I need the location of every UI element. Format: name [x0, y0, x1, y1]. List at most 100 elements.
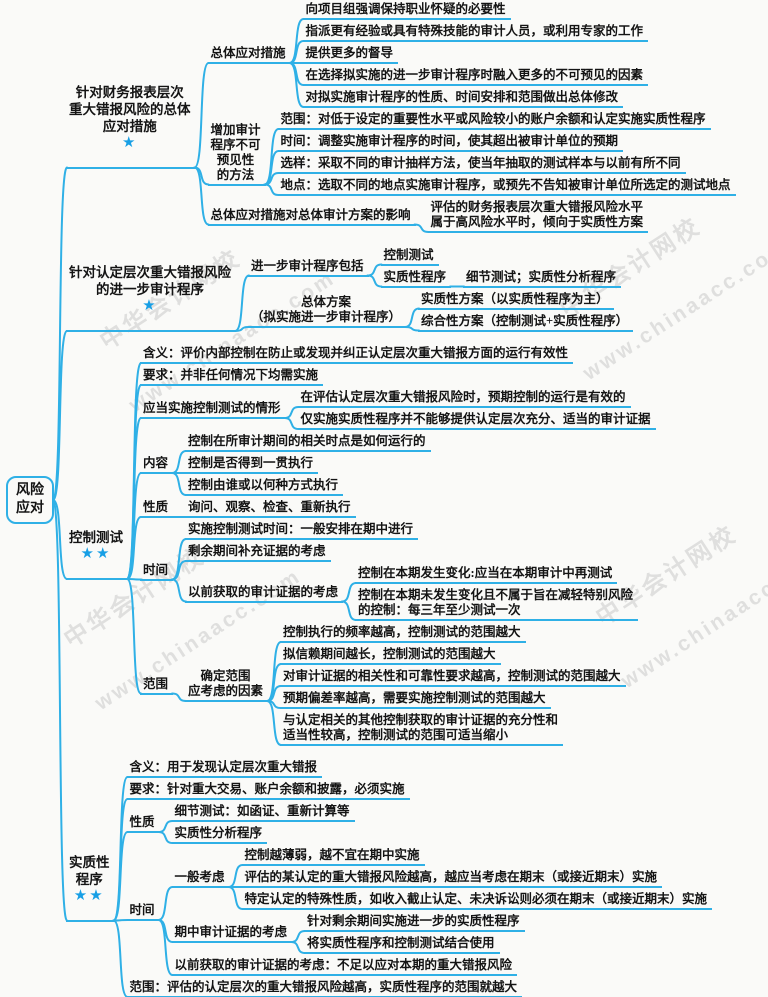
node-procedures-include: 进一步审计程序包括: [248, 259, 369, 277]
map-node-item: 选样：采取不同的审计抽样方法，使当年抽取的测试样本与以前有所不同: [277, 156, 686, 174]
node-overall-scheme: 总体方案 （拟实施进一步审计程序）: [248, 295, 407, 328]
sp-nature-items: 细节测试：如函证、重新计算等 实质性分析程序: [171, 804, 355, 844]
branch-overall-responses: 针对财务报表层次 重大错报风险的总体 应对措施 ★ 总体应对措施 向项目组强调保…: [66, 2, 736, 233]
importance-stars: ★: [142, 296, 158, 314]
map-node-item: 控制在本期未发生变化且不属于旨在减轻特别风险 的控制：每三年至少测试一次: [355, 588, 639, 621]
map-node-item: 范围：对低于设定的重要性水平或风险较小的账户余额和认定实施实质性程序: [277, 112, 711, 130]
overall-measures-items: 向项目组强调保持职业怀疑的必要性 指派更有经验或具有特殊技能的审计人员，或利用专…: [302, 2, 649, 108]
branch-further-procedures: 针对认定层次重大错报风险 的进一步审计程序 ★ 进一步审计程序包括 控制测试 实…: [66, 247, 634, 332]
group-unpredictability-methods: 增加审计 程序不可 预见性 的方法 范围：对低于设定的重要性水平或风险较小的账户…: [207, 112, 736, 196]
node-unpredictability: 增加审计 程序不可 预见性 的方法: [207, 123, 266, 186]
map-node-item: 实质性分析程序: [171, 826, 268, 844]
map-node-item: 与认定相关的其他控制获取的审计证据的充分性和 适当性较高，控制测试的范围可适当缩…: [280, 713, 564, 746]
node-impact: 总体应对措施对总体审计方案的影响: [207, 208, 416, 226]
map-node-item: 细节测试：如函证、重新计算等: [171, 804, 355, 822]
map-node-item: 控制测试: [380, 248, 439, 266]
node-branch2-label: 针对认定层次重大错报风险 的进一步审计程序: [69, 265, 231, 297]
node-ct-timing: 时间: [140, 563, 174, 581]
map-node-item: 对拟实施审计程序的性质、时间安排和范围做出总体修改: [302, 90, 624, 108]
ct-prior-evidence-items: 控制在本期发生变化:应当在本期审计中再测试 控制在本期未发生变化且不属于旨在减轻…: [355, 566, 639, 621]
ct-scope-factor-items: 控制执行的频率越高，控制测试的范围越大 拟信赖期间越长，控制测试的范围越大 对审…: [280, 625, 626, 746]
sp-timing-children: 一般考虑 控制越薄弱，越不宜在期中实施 评估的某认定的重大错报风险越高，越应当考…: [171, 848, 713, 976]
branch4-children: 含义：用于发现认定层次重大错报 要求：针对重大交易、账户余额和披露，必须实施 性…: [126, 760, 713, 997]
importance-stars: ★★: [80, 544, 112, 562]
map-node-item: 控制在本期发生变化:应当在本期审计中再测试: [355, 566, 618, 584]
group-ct-scope-factors: 确定范围 应考虑的因素 控制执行的频率越高，控制测试的范围越大 拟信赖期间越长，…: [185, 625, 626, 746]
node-sp-timing: 时间: [126, 903, 160, 921]
group-overall-measures: 总体应对措施 向项目组强调保持职业怀疑的必要性 指派更有经验或具有特殊技能的审计…: [207, 2, 649, 108]
substantive-items: 细节测试；实质性分析程序: [463, 270, 622, 288]
map-node-item: 针对剩余期间实施进一步的实质性程序: [304, 914, 525, 932]
map-node-item: 向项目组强调保持职业怀疑的必要性: [302, 2, 511, 20]
map-node-item: 实施控制测试时间：一般安排在期中进行: [185, 522, 419, 540]
branch-control-tests: 控制测试 ★★ 含义：评价内部控制在防止或发现并纠正认定层次重大错报方面的运行有…: [66, 346, 656, 746]
group-ct-prior-evidence: 以前获取的审计证据的考虑 控制在本期发生变化:应当在本期审计中再测试 控制在本期…: [185, 566, 639, 621]
procedures-include-items: 控制测试 实质性程序 细节测试；实质性分析程序: [380, 248, 622, 288]
node-sp-scope: 范围：评估的认定层次的重大错报风险越高，实质性程序的范围就越大: [126, 980, 523, 997]
map-node-item: 提供更多的督导: [302, 46, 399, 64]
group-ct-nature: 性质 询问、观察、检查、重新执行: [140, 500, 356, 518]
map-node-item: 拟信赖期间越长，控制测试的范围越大: [280, 647, 501, 665]
root-branches: 针对财务报表层次 重大错报风险的总体 应对措施 ★ 总体应对措施 向项目组强调保…: [66, 2, 736, 997]
node-branch2: 针对认定层次重大错报风险 的进一步审计程序 ★: [66, 247, 236, 332]
map-node-item: 评估的财务报表层次重大错报风险水平 属于高风险水平时，倾向于实质性方案: [427, 200, 649, 233]
node-overall-measures: 总体应对措施: [207, 46, 291, 64]
ct-scope-children: 确定范围 应考虑的因素 控制执行的频率越高，控制测试的范围越大 拟信赖期间越长，…: [185, 625, 626, 746]
branch3-children: 含义：评价内部控制在防止或发现并纠正认定层次重大错报方面的运行有效性 要求：并非…: [140, 346, 656, 746]
map-node-item: 控制执行的频率越高，控制测试的范围越大: [280, 625, 526, 643]
group-sp-general: 一般考虑 控制越薄弱，越不宜在期中实施 评估的某认定的重大错报风险越高，越应当考…: [171, 848, 713, 910]
node-branch3: 控制测试 ★★: [66, 512, 128, 580]
map-node-item: 询问、观察、检查、重新执行: [185, 500, 356, 518]
ct-timing-items: 实施控制测试时间：一般安排在期中进行 剩余期间补充证据的考虑 以前获取的审计证据…: [185, 522, 639, 621]
map-node-item: 细节测试；实质性分析程序: [463, 270, 622, 288]
node-ct-scope: 范围: [140, 677, 174, 695]
group-ct-scope: 范围 确定范围 应考虑的因素 控制执行的频率越高，控制测试的范围越大 拟信赖期间…: [140, 625, 626, 746]
node-branch4: 实质性 程序 ★★: [66, 837, 115, 922]
map-node-item: 控制在所审计期间的相关时点是如何运行的: [185, 434, 431, 452]
node-ct-nature: 性质: [140, 500, 174, 518]
sp-interim-items: 针对剩余期间实施进一步的实质性程序 将实质性程序和控制测试结合使用: [304, 914, 525, 954]
branch1-children: 总体应对措施 向项目组强调保持职业怀疑的必要性 指派更有经验或具有特殊技能的审计…: [207, 2, 736, 233]
map-node-item: 在选择拟实施的进一步审计程序时融入更多的不可预见的因素: [302, 68, 649, 86]
importance-stars: ★: [122, 132, 138, 151]
node-ct-situations: 应当实施控制测试的情形: [140, 401, 286, 419]
node-ct-prior-evidence: 以前获取的审计证据的考虑: [185, 585, 344, 603]
node-sp-requirement: 要求：针对重大交易、账户余额和披露，必须实施: [126, 782, 410, 800]
node-sp-nature: 性质: [126, 815, 160, 833]
map-node-item: 对审计证据的相关性和可靠性要求越高，控制测试的范围越大: [280, 669, 626, 687]
node-ct-requirement: 要求：并非任何情况下均需实施: [140, 368, 324, 386]
group-overall-scheme: 总体方案 （拟实施进一步审计程序） 实质性方案（以实质性程序为主） 综合性方案（…: [248, 292, 634, 332]
map-node-item: 时间：调整实施审计程序的时间，使其超出被审计单位的预期: [277, 134, 624, 152]
map-node-item: 将实质性程序和控制测试结合使用: [304, 936, 500, 954]
map-node-item: 控制是否得到一贯执行: [185, 456, 319, 474]
map-node-item: 在评估认定层次重大错报风险时，预期控制的运行是有效的: [297, 390, 631, 408]
group-sp-nature: 性质 细节测试：如函证、重新计算等 实质性分析程序: [126, 804, 355, 844]
impact-items: 评估的财务报表层次重大错报风险水平 属于高风险水平时，倾向于实质性方案: [427, 200, 649, 233]
node-sp-meaning: 含义：用于发现认定层次重大错报: [126, 760, 323, 778]
map-node-item: 特定认定的特殊性质，如收入截止认定、未决诉讼则必须在期末（或接近期末）实施: [241, 892, 713, 910]
group-procedures-include: 进一步审计程序包括 控制测试 实质性程序 细节测试；实质性分析程序: [248, 248, 622, 288]
group-ct-content: 内容 控制在所审计期间的相关时点是如何运行的 控制是否得到一贯执行 控制由谁或以…: [140, 434, 431, 496]
map-node-item: 综合性方案（控制测试+实质性程序）: [418, 314, 634, 332]
map-node-item: 仅实施实质性程序并不能够提供认定层次充分、适当的审计证据: [297, 412, 656, 430]
map-node-item: 剩余期间补充证据的考虑: [185, 544, 331, 562]
group-sp-interim: 期中审计证据的考虑 针对剩余期间实施进一步的实质性程序 将实质性程序和控制测试结…: [171, 914, 525, 954]
group-ct-situations: 应当实施控制测试的情形 在评估认定层次重大错报风险时，预期控制的运行是有效的 仅…: [140, 390, 656, 430]
node-ct-content: 内容: [140, 456, 174, 474]
map-node-item: 预期偏差率越高，需要实施控制测试的范围越大: [280, 691, 551, 709]
node-sp-prior: 以前获取的审计证据的考虑：不足以应对本期的重大错报风险: [171, 958, 518, 976]
map-node-item: 指派更有经验或具有特殊技能的审计人员，或利用专家的工作: [302, 24, 649, 42]
node-ct-scope-factors: 确定范围 应考虑的因素: [185, 669, 269, 702]
ct-situations-items: 在评估认定层次重大错报风险时，预期控制的运行是有效的 仅实施实质性程序并不能够提…: [297, 390, 656, 430]
group-sp-timing: 时间 一般考虑 控制越薄弱，越不宜在期中实施 评估的某认定的重大错报风险越高，越…: [126, 848, 713, 976]
node-sp-interim: 期中审计证据的考虑: [171, 925, 293, 943]
overall-scheme-items: 实质性方案（以实质性程序为主） 综合性方案（控制测试+实质性程序）: [418, 292, 634, 332]
node-sp-general: 一般考虑: [171, 870, 230, 888]
group-impact-on-audit-plan: 总体应对措施对总体审计方案的影响 评估的财务报表层次重大错报风险水平 属于高风险…: [207, 200, 649, 233]
node-branch4-label: 实质性 程序: [69, 854, 110, 887]
node-root: 风险 应对: [6, 476, 54, 524]
node-substantive: 实质性程序: [380, 270, 452, 288]
map-node-item: 控制越薄弱，越不宜在期中实施: [241, 848, 425, 866]
node-branch1: 针对财务报表层次 重大错报风险的总体 应对措施 ★: [66, 67, 196, 169]
